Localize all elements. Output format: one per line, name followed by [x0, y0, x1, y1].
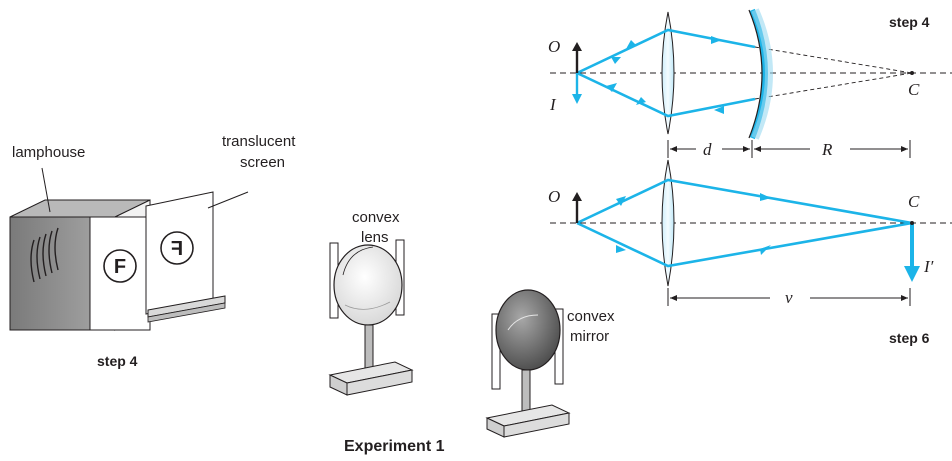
screen-image-letter: F [171, 238, 183, 260]
image-arrow-top [572, 94, 582, 104]
center-label-bottom: C [908, 192, 920, 211]
f-slide-letter: F [114, 256, 126, 278]
object-arrow-bottom [572, 192, 582, 201]
bottom-step-label: step 6 [889, 330, 930, 346]
screen-leader [207, 191, 249, 209]
screen-image-circle [160, 231, 194, 265]
lamphouse-leader [41, 167, 51, 213]
screen-label-line2: screen [240, 154, 285, 171]
ray-diagram-step4: O I C d R step 4 [548, 8, 952, 159]
lamphouse-label: lamphouse [12, 144, 85, 161]
convex-lens [333, 244, 403, 326]
distance-v-label: v [785, 288, 793, 307]
top-step-label: step 4 [889, 14, 930, 30]
image-label-top: I [549, 95, 557, 114]
object-label-bottom: O [548, 187, 560, 206]
convex-mirror-stand: convex mirror [485, 289, 615, 438]
mirror-label-line1: convex [567, 308, 615, 325]
object-label-top: O [548, 37, 560, 56]
lens-label-line1: convex [352, 209, 400, 226]
experiment-caption: Experiment 1 [344, 438, 445, 455]
vent-slots [30, 227, 59, 283]
image-label-bottom: I′ [923, 257, 934, 276]
ray-diagram-step6: O C I′ v step 6 [548, 159, 952, 346]
mirror-label-line2: mirror [570, 328, 609, 345]
lens-symbol-bottom [661, 159, 675, 287]
f-slide-circle [103, 249, 137, 283]
lamphouse-apparatus: F F lamphouse translucent screen step 4 [9, 133, 296, 369]
lens-label-line2: lens [361, 229, 389, 246]
image-arrow-bottom [904, 266, 920, 282]
distance-d-label: d [703, 140, 712, 159]
screen-label-line1: translucent [222, 133, 296, 150]
distance-R-label: R [821, 140, 833, 159]
convex-lens-stand: convex lens [328, 209, 414, 396]
lens-symbol-top [661, 11, 675, 135]
left-step-label: step 4 [97, 353, 138, 369]
center-label-top: C [908, 80, 920, 99]
convex-mirror [495, 289, 561, 371]
object-arrow-top [572, 42, 582, 51]
